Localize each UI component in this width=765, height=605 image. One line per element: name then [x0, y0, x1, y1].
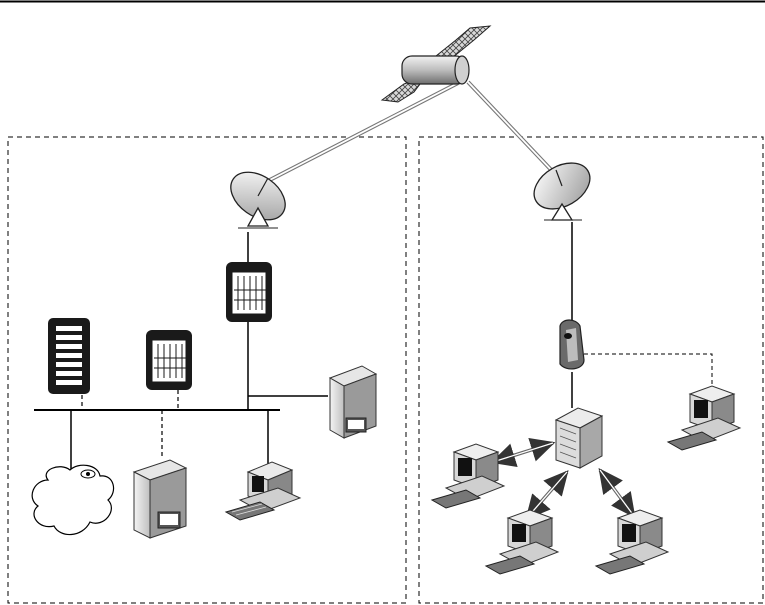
server-icon — [330, 366, 376, 438]
router-icon — [226, 262, 272, 322]
pc-icon — [596, 510, 668, 574]
satellite-dish-icon — [526, 154, 598, 220]
link-modem-pc — [584, 354, 712, 388]
router-icon — [146, 330, 192, 390]
pc-icon — [432, 444, 504, 508]
pc-icon — [668, 386, 740, 450]
server-rack-icon — [48, 318, 90, 394]
satellite-link-left — [262, 82, 460, 184]
server-icon — [134, 460, 186, 538]
link-server-pc-left — [493, 443, 553, 462]
cloud-icon — [32, 465, 113, 534]
workstation-icon — [226, 462, 300, 520]
modem-icon — [560, 320, 584, 369]
satellite-link-right — [468, 82, 556, 175]
region-right-site — [419, 137, 763, 603]
link-server-pc-bottom-right — [600, 470, 634, 516]
pc-icon — [486, 510, 558, 574]
server-icon — [556, 408, 602, 468]
